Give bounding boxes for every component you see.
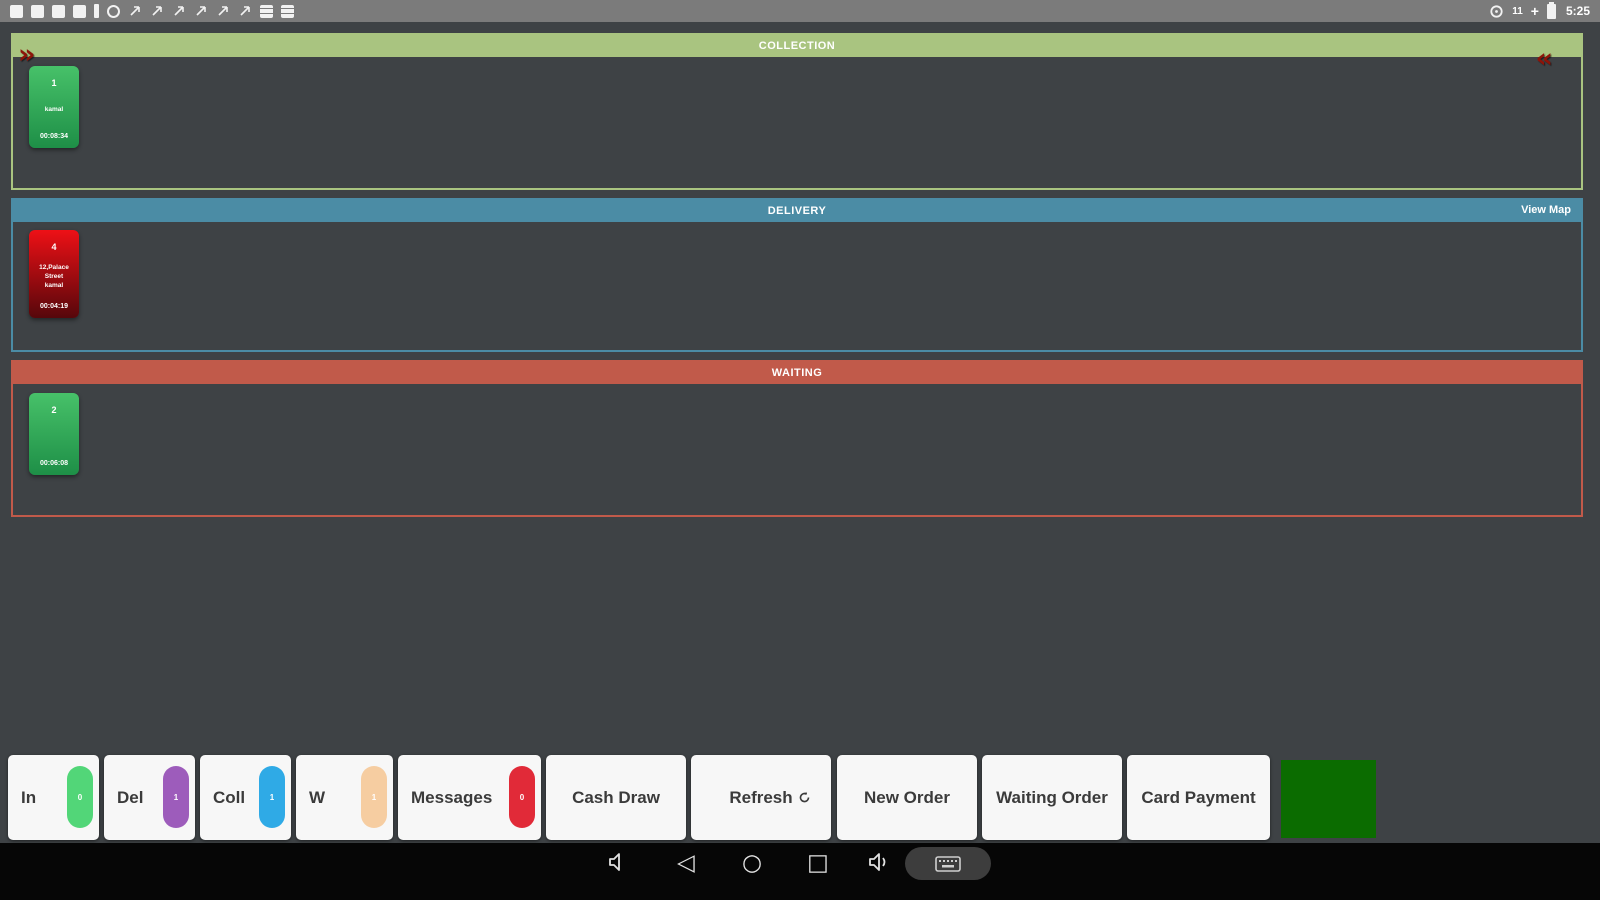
- order-timer: 00:04:19: [39, 303, 69, 310]
- messages-label: Messages: [411, 787, 493, 807]
- cash-draw-label: Cash Draw: [572, 787, 660, 807]
- status-bar-notifications: [10, 4, 294, 18]
- waiting-title: WAITING: [771, 367, 823, 379]
- delivery-order-card[interactable]: 4 12,Palace Street kamal 00:04:19: [29, 230, 79, 318]
- notification-icon: [10, 4, 23, 18]
- home-icon[interactable]: ○: [741, 850, 763, 876]
- waiting-order-label: Waiting Order: [996, 787, 1108, 807]
- card-payment-button[interactable]: Card Payment: [1127, 755, 1270, 840]
- notification-icon: [52, 4, 65, 18]
- battery-icon: [1546, 1, 1556, 19]
- del-label: Del: [117, 787, 144, 807]
- status-bar-system: 11 + 5:25: [1489, 1, 1590, 19]
- upload-arrow-icon: [130, 6, 140, 16]
- delivery-title: DELIVERY: [767, 205, 827, 217]
- upload-arrow-icon: [240, 6, 250, 16]
- card-payment-label: Card Payment: [1141, 787, 1256, 807]
- w-count-badge: 1: [361, 766, 387, 828]
- notification-icon: [73, 4, 86, 18]
- connection-status-indicator: [1281, 760, 1376, 838]
- messages-count-badge: 0: [509, 766, 535, 828]
- delivery-section: DELIVERY View Map 4 12,Palace Street kam…: [11, 198, 1583, 352]
- in-button[interactable]: In 0: [8, 755, 99, 840]
- keyboard-icon: [935, 855, 961, 872]
- refresh-label: Refresh: [729, 787, 793, 807]
- new-order-label: New Order: [864, 787, 950, 807]
- recents-icon[interactable]: □: [807, 850, 829, 876]
- collection-header: COLLECTION: [13, 35, 1581, 57]
- signal-text: 11: [1512, 5, 1523, 17]
- notification-icon: [260, 4, 273, 18]
- waiting-header: WAITING: [13, 362, 1581, 384]
- notification-icon: [281, 4, 294, 18]
- notification-icon: [107, 4, 120, 18]
- volume-down-icon[interactable]: [608, 852, 632, 872]
- refresh-button[interactable]: Refresh: [691, 755, 831, 840]
- w-button[interactable]: W 1: [296, 755, 393, 840]
- order-number: 1: [51, 78, 57, 88]
- in-label: In: [21, 787, 37, 807]
- cash-draw-button[interactable]: Cash Draw: [546, 755, 686, 840]
- android-nav-bar: ◁ ○ □: [0, 843, 1600, 900]
- order-number: 4: [51, 242, 57, 252]
- in-count-badge: 0: [67, 766, 93, 828]
- order-timer: 00:08:34: [39, 133, 69, 140]
- order-customer: kamal: [44, 106, 64, 114]
- collection-section: COLLECTION » « 1 kamal 00:08:34: [11, 33, 1583, 190]
- upload-arrow-icon: [218, 6, 228, 16]
- new-order-button[interactable]: New Order: [837, 755, 977, 840]
- upload-arrow-icon: [196, 6, 206, 16]
- view-map-link[interactable]: View Map: [1521, 204, 1571, 216]
- back-icon[interactable]: ◁: [677, 850, 695, 876]
- waiting-order-button[interactable]: Waiting Order: [982, 755, 1122, 840]
- messages-button[interactable]: Messages 0: [398, 755, 541, 840]
- waiting-order-card[interactable]: 2 00:06:08: [29, 393, 79, 475]
- upload-arrow-icon: [152, 6, 162, 16]
- delivery-header: DELIVERY View Map: [13, 200, 1581, 222]
- chevron-left-double-icon[interactable]: «: [1535, 43, 1553, 74]
- order-number: 2: [51, 405, 57, 415]
- del-button[interactable]: Del 1: [104, 755, 195, 840]
- collection-title: COLLECTION: [758, 40, 836, 52]
- coll-label: Coll: [213, 787, 246, 807]
- volume-up-icon[interactable]: [868, 852, 894, 872]
- keyboard-toggle[interactable]: [905, 847, 991, 880]
- coll-count-badge: 1: [259, 766, 285, 828]
- del-count-badge: 1: [163, 766, 189, 828]
- android-status-bar: 11 + 5:25: [0, 0, 1600, 22]
- notification-icon: [94, 4, 99, 18]
- collection-order-card[interactable]: 1 kamal 00:08:34: [29, 66, 79, 148]
- upload-arrow-icon: [174, 6, 184, 16]
- clock-text: 5:25: [1565, 4, 1590, 18]
- order-address: 12,Palace Street: [39, 263, 69, 280]
- waiting-section: WAITING 2 00:06:08: [11, 360, 1583, 517]
- chevron-right-double-icon[interactable]: »: [18, 39, 36, 70]
- data-saver-icon: [1490, 4, 1503, 18]
- order-timer: 00:06:08: [39, 460, 69, 467]
- w-label: W: [309, 787, 326, 807]
- order-customer: kamal: [44, 282, 64, 290]
- coll-button[interactable]: Coll 1: [200, 755, 291, 840]
- plus-icon: +: [1530, 3, 1539, 19]
- refresh-icon: [799, 791, 810, 803]
- notification-icon: [31, 4, 44, 18]
